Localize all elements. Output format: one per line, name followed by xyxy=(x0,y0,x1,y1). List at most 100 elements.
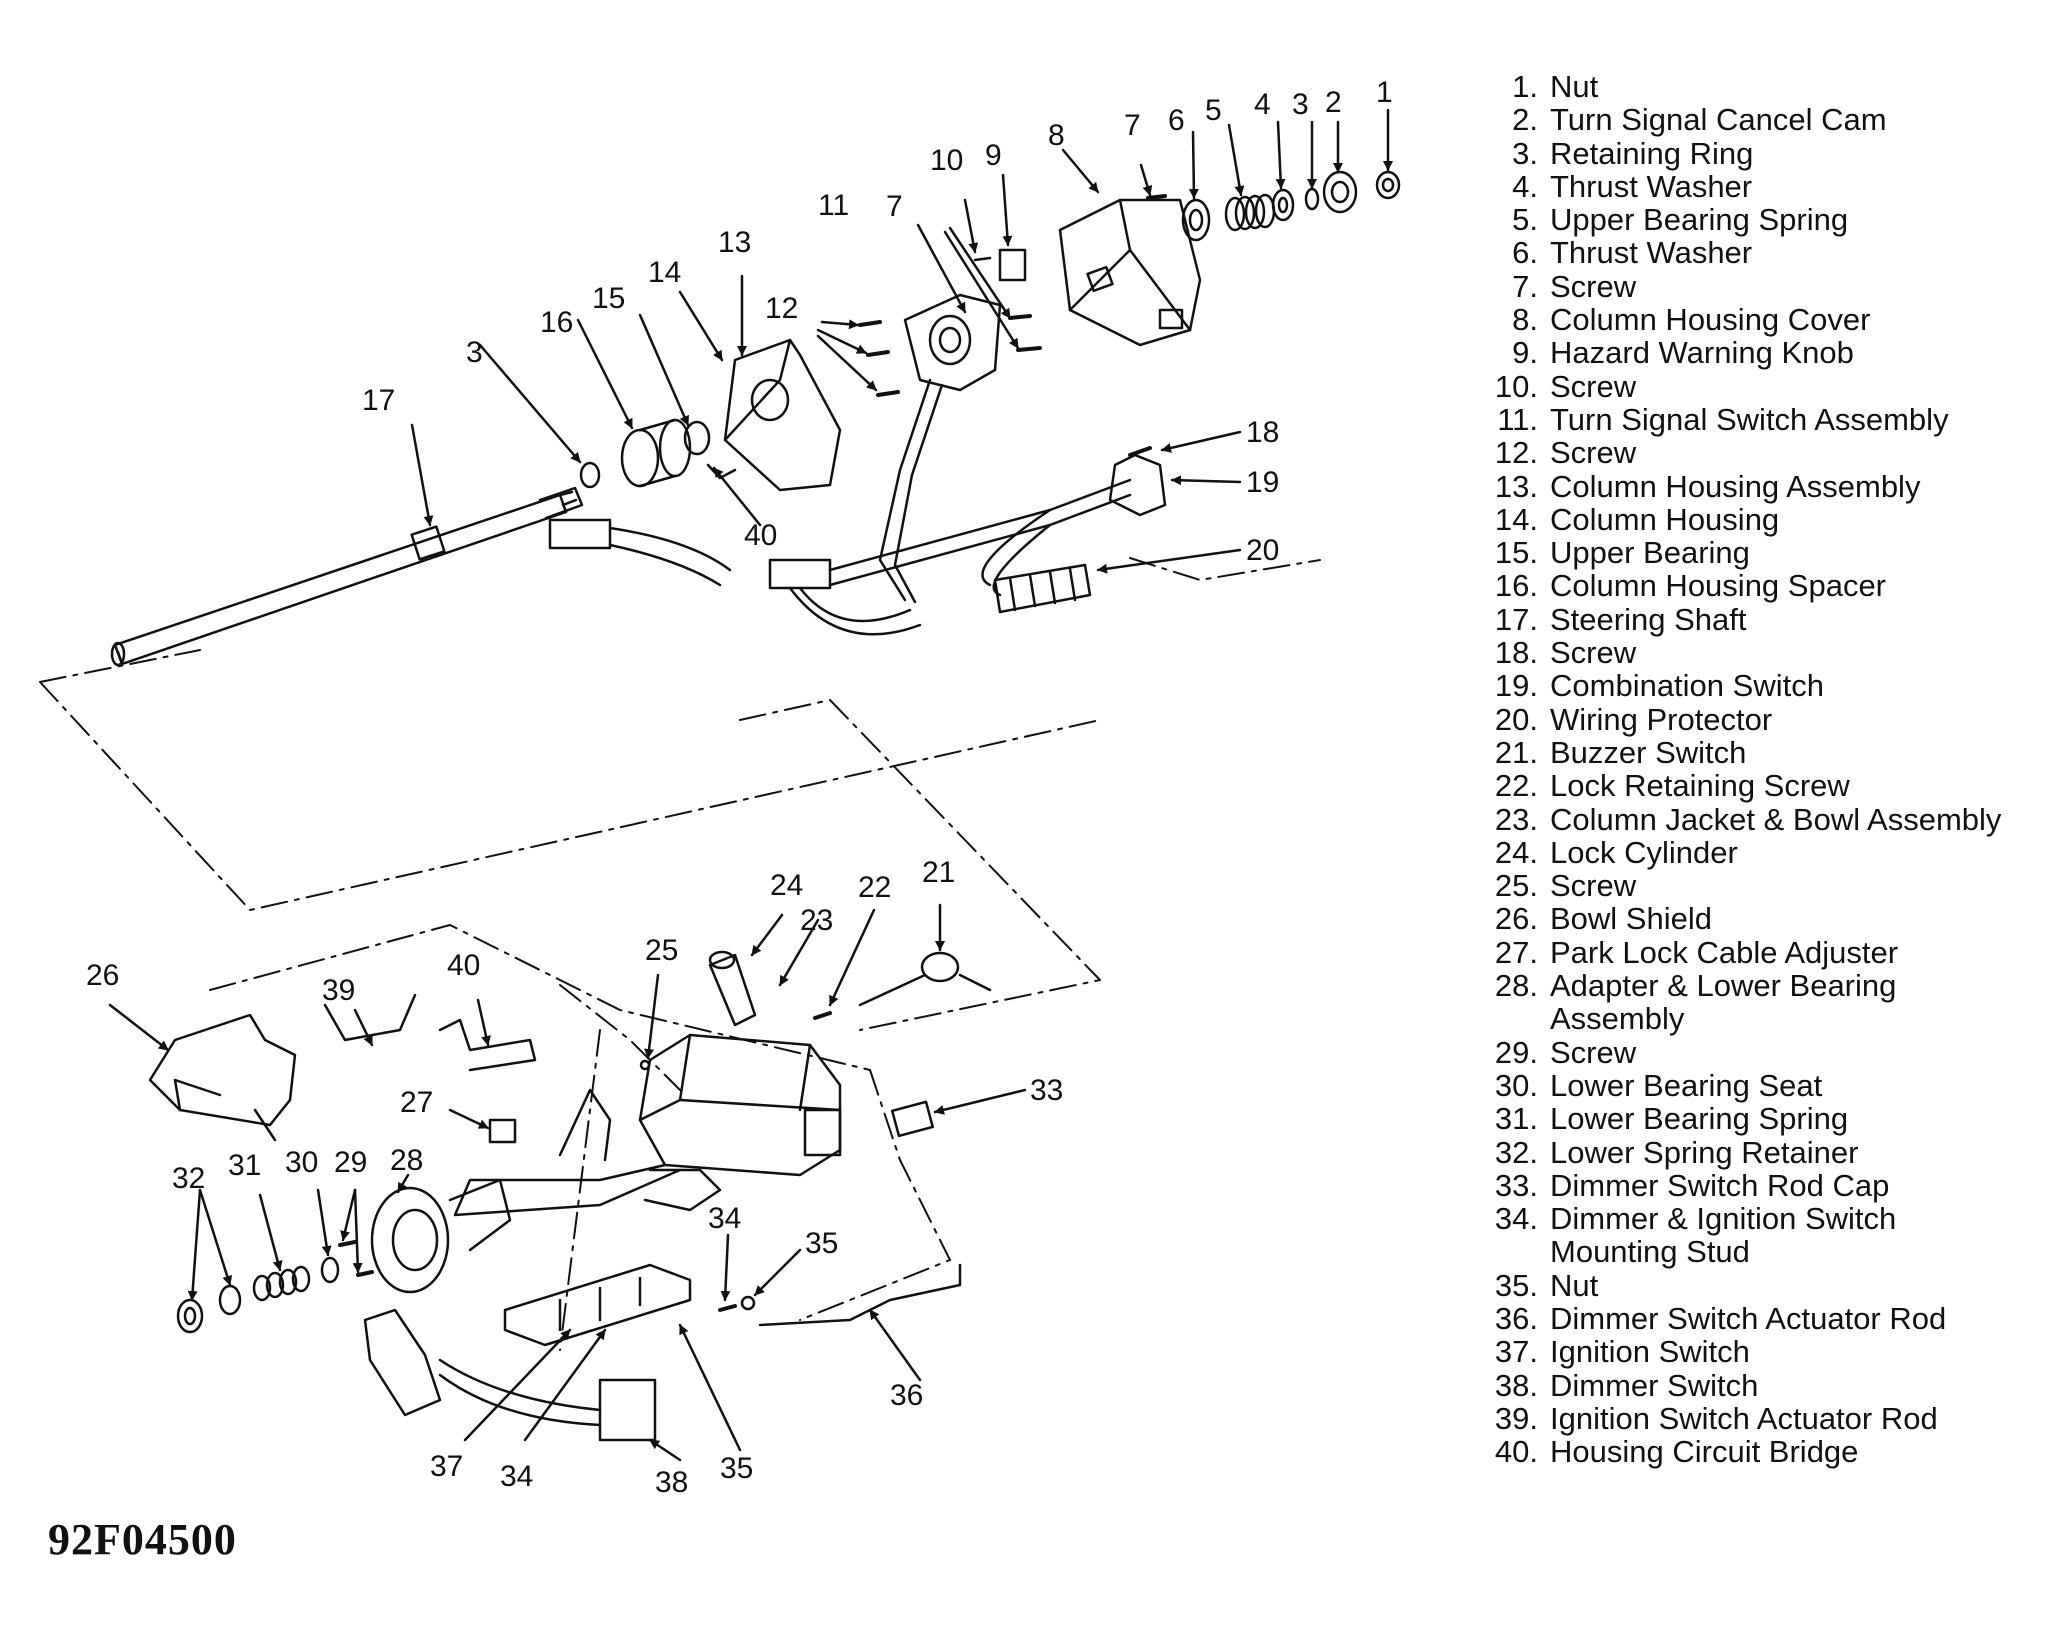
exploded-diagram: 1 2 3 4 5 6 7 8 9 10 11 7 12 13 14 15 16… xyxy=(39,76,1401,1499)
legend-item: 14. Column Housing xyxy=(1478,501,2048,537)
legend-label: Column Housing xyxy=(1550,501,1780,537)
legend-number: 40. xyxy=(1494,1434,1538,1470)
callout-21: 21 xyxy=(922,856,955,889)
legend-item: 18.Screw xyxy=(1478,635,2048,671)
legend-number: 17. xyxy=(1494,601,1538,637)
legend-item: 19.Combination Switch xyxy=(1478,668,2048,704)
legend-number: 10. xyxy=(1494,368,1538,404)
retaining-ring xyxy=(579,461,601,489)
legend-item: 25.Screw xyxy=(1478,868,2048,904)
legend-label-continuation: Mounting Stud xyxy=(1550,1234,1750,1270)
legend-number: 2. xyxy=(1512,102,1538,138)
legend-item: 9.Hazard Warning Knob xyxy=(1478,335,2048,371)
legend-item: 23.Column Jacket & Bowl Assembly xyxy=(1478,801,2048,837)
legend-label: Screw xyxy=(1550,868,1637,904)
legend-label: Steering Shaft xyxy=(1550,601,1747,637)
callout-35-top: 35 xyxy=(805,1227,838,1260)
steering-shaft xyxy=(110,486,584,667)
callout-2: 2 xyxy=(1325,86,1342,119)
legend-number: 14. xyxy=(1494,501,1538,537)
column-housing-cover xyxy=(1058,198,1202,347)
legend-label: Wiring Protector xyxy=(1550,701,1773,737)
legend-number: 37. xyxy=(1494,1334,1538,1370)
mounting-studs xyxy=(718,1295,756,1312)
callout-15: 15 xyxy=(592,282,625,315)
legend-item: 39.Ignition Switch Actuator Rod xyxy=(1478,1400,2048,1436)
legend-number: 21. xyxy=(1494,734,1538,770)
lock-cylinder xyxy=(708,950,757,1027)
legend-item: 31.Lower Bearing Spring xyxy=(1478,1102,2048,1136)
callout-labels: 1 2 3 4 5 6 7 8 9 10 11 7 12 13 14 15 16… xyxy=(86,76,1393,1499)
legend-label: Screw xyxy=(1550,268,1637,304)
legend-label: Nut xyxy=(1550,69,1599,104)
dimmer-switch xyxy=(598,1378,657,1442)
legend-number: 27. xyxy=(1494,934,1538,970)
legend-label: Dimmer & Ignition Switch xyxy=(1550,1201,1897,1237)
callout-36: 36 xyxy=(890,1379,923,1412)
legend-item: 33.Dimmer Switch Rod Cap xyxy=(1478,1168,2048,1202)
legend-item-continuation: Mounting Stud xyxy=(1478,1234,2048,1270)
legend-number: 19. xyxy=(1494,668,1538,704)
callout-6: 6 xyxy=(1168,104,1185,137)
lower-bearing-stack xyxy=(176,1240,374,1334)
legend-label: Dimmer Switch Actuator Rod xyxy=(1550,1300,1947,1336)
callout-22: 22 xyxy=(858,871,891,904)
legend-item: 28.Adapter & Lower Bearing xyxy=(1478,969,2048,1003)
combination-switch xyxy=(1108,446,1167,517)
legend-number: 30. xyxy=(1494,1067,1538,1103)
callout-14: 14 xyxy=(648,256,681,289)
wiring-protector xyxy=(993,563,1092,614)
screw-10 xyxy=(973,256,992,262)
legend-label: Screw xyxy=(1550,368,1637,404)
callout-3-lower: 3 xyxy=(466,336,483,369)
legend-label: Lock Cylinder xyxy=(1550,834,1738,870)
callout-19: 19 xyxy=(1246,466,1279,499)
legend-label: Park Lock Cable Adjuster xyxy=(1550,934,1899,970)
park-lock-cable-adjuster xyxy=(488,1118,517,1144)
legend-number: 39. xyxy=(1494,1400,1538,1436)
bowl-shield xyxy=(148,1013,297,1142)
callout-11: 11 xyxy=(818,189,849,222)
lock-retaining-screw xyxy=(813,1011,832,1020)
callout-3: 3 xyxy=(1292,88,1309,121)
column-housing-spacer xyxy=(620,418,692,488)
callout-31: 31 xyxy=(228,1149,261,1182)
legend-label: Thrust Washer xyxy=(1550,168,1753,204)
callout-12: 12 xyxy=(765,292,798,325)
legend-item: 29.Screw xyxy=(1478,1035,2048,1069)
legend-item: 22.Lock Retaining Screw xyxy=(1478,769,2048,803)
figure-id: 92F04500 xyxy=(48,1515,237,1564)
legend-item: 24.Lock Cylinder xyxy=(1478,834,2048,870)
legend-item: 27. Park Lock Cable Adjuster xyxy=(1478,934,2048,970)
legend-label: Column Jacket & Bowl Assembly xyxy=(1550,801,2002,837)
legend-item: 12.Screw xyxy=(1478,435,2048,471)
callout-39: 39 xyxy=(322,974,355,1007)
legend-number: 7. xyxy=(1512,268,1538,304)
legend-number: 1. xyxy=(1512,69,1538,104)
callout-29: 29 xyxy=(334,1146,367,1179)
legend-item: 34.Dimmer & Ignition Switch xyxy=(1478,1201,2048,1237)
callout-23: 23 xyxy=(800,904,833,937)
callout-7: 7 xyxy=(886,190,903,223)
legend-number: 12. xyxy=(1494,435,1538,471)
legend-number: 15. xyxy=(1494,535,1538,571)
legend-label: Hazard Warning Knob xyxy=(1550,335,1854,371)
callout-38: 38 xyxy=(655,1466,688,1499)
legend-label: Turn Signal Cancel Cam xyxy=(1550,102,1887,138)
callout-30: 30 xyxy=(285,1146,318,1179)
legend-label: Lower Bearing Seat xyxy=(1550,1067,1823,1103)
legend-item: 7. Screw xyxy=(1478,268,2048,304)
legend-label: Dimmer Switch xyxy=(1550,1367,1759,1403)
legend-item: 37.Ignition Switch xyxy=(1478,1334,2048,1370)
callout-10: 10 xyxy=(930,144,963,177)
housing-circuit-bridge-lower xyxy=(438,1018,537,1072)
legend-item-continuation: Assembly xyxy=(1478,1002,2048,1036)
dimmer-switch-rod-cap xyxy=(890,1100,935,1138)
callout-34: 34 xyxy=(500,1460,533,1493)
legend-number: 18. xyxy=(1494,635,1538,671)
diagram-svg: 1 2 3 4 5 6 7 8 9 10 11 7 12 13 14 15 16… xyxy=(39,76,1401,1499)
legend-number: 5. xyxy=(1512,202,1538,238)
legend-number: 6. xyxy=(1512,235,1538,271)
wiring-harness xyxy=(548,478,1132,636)
